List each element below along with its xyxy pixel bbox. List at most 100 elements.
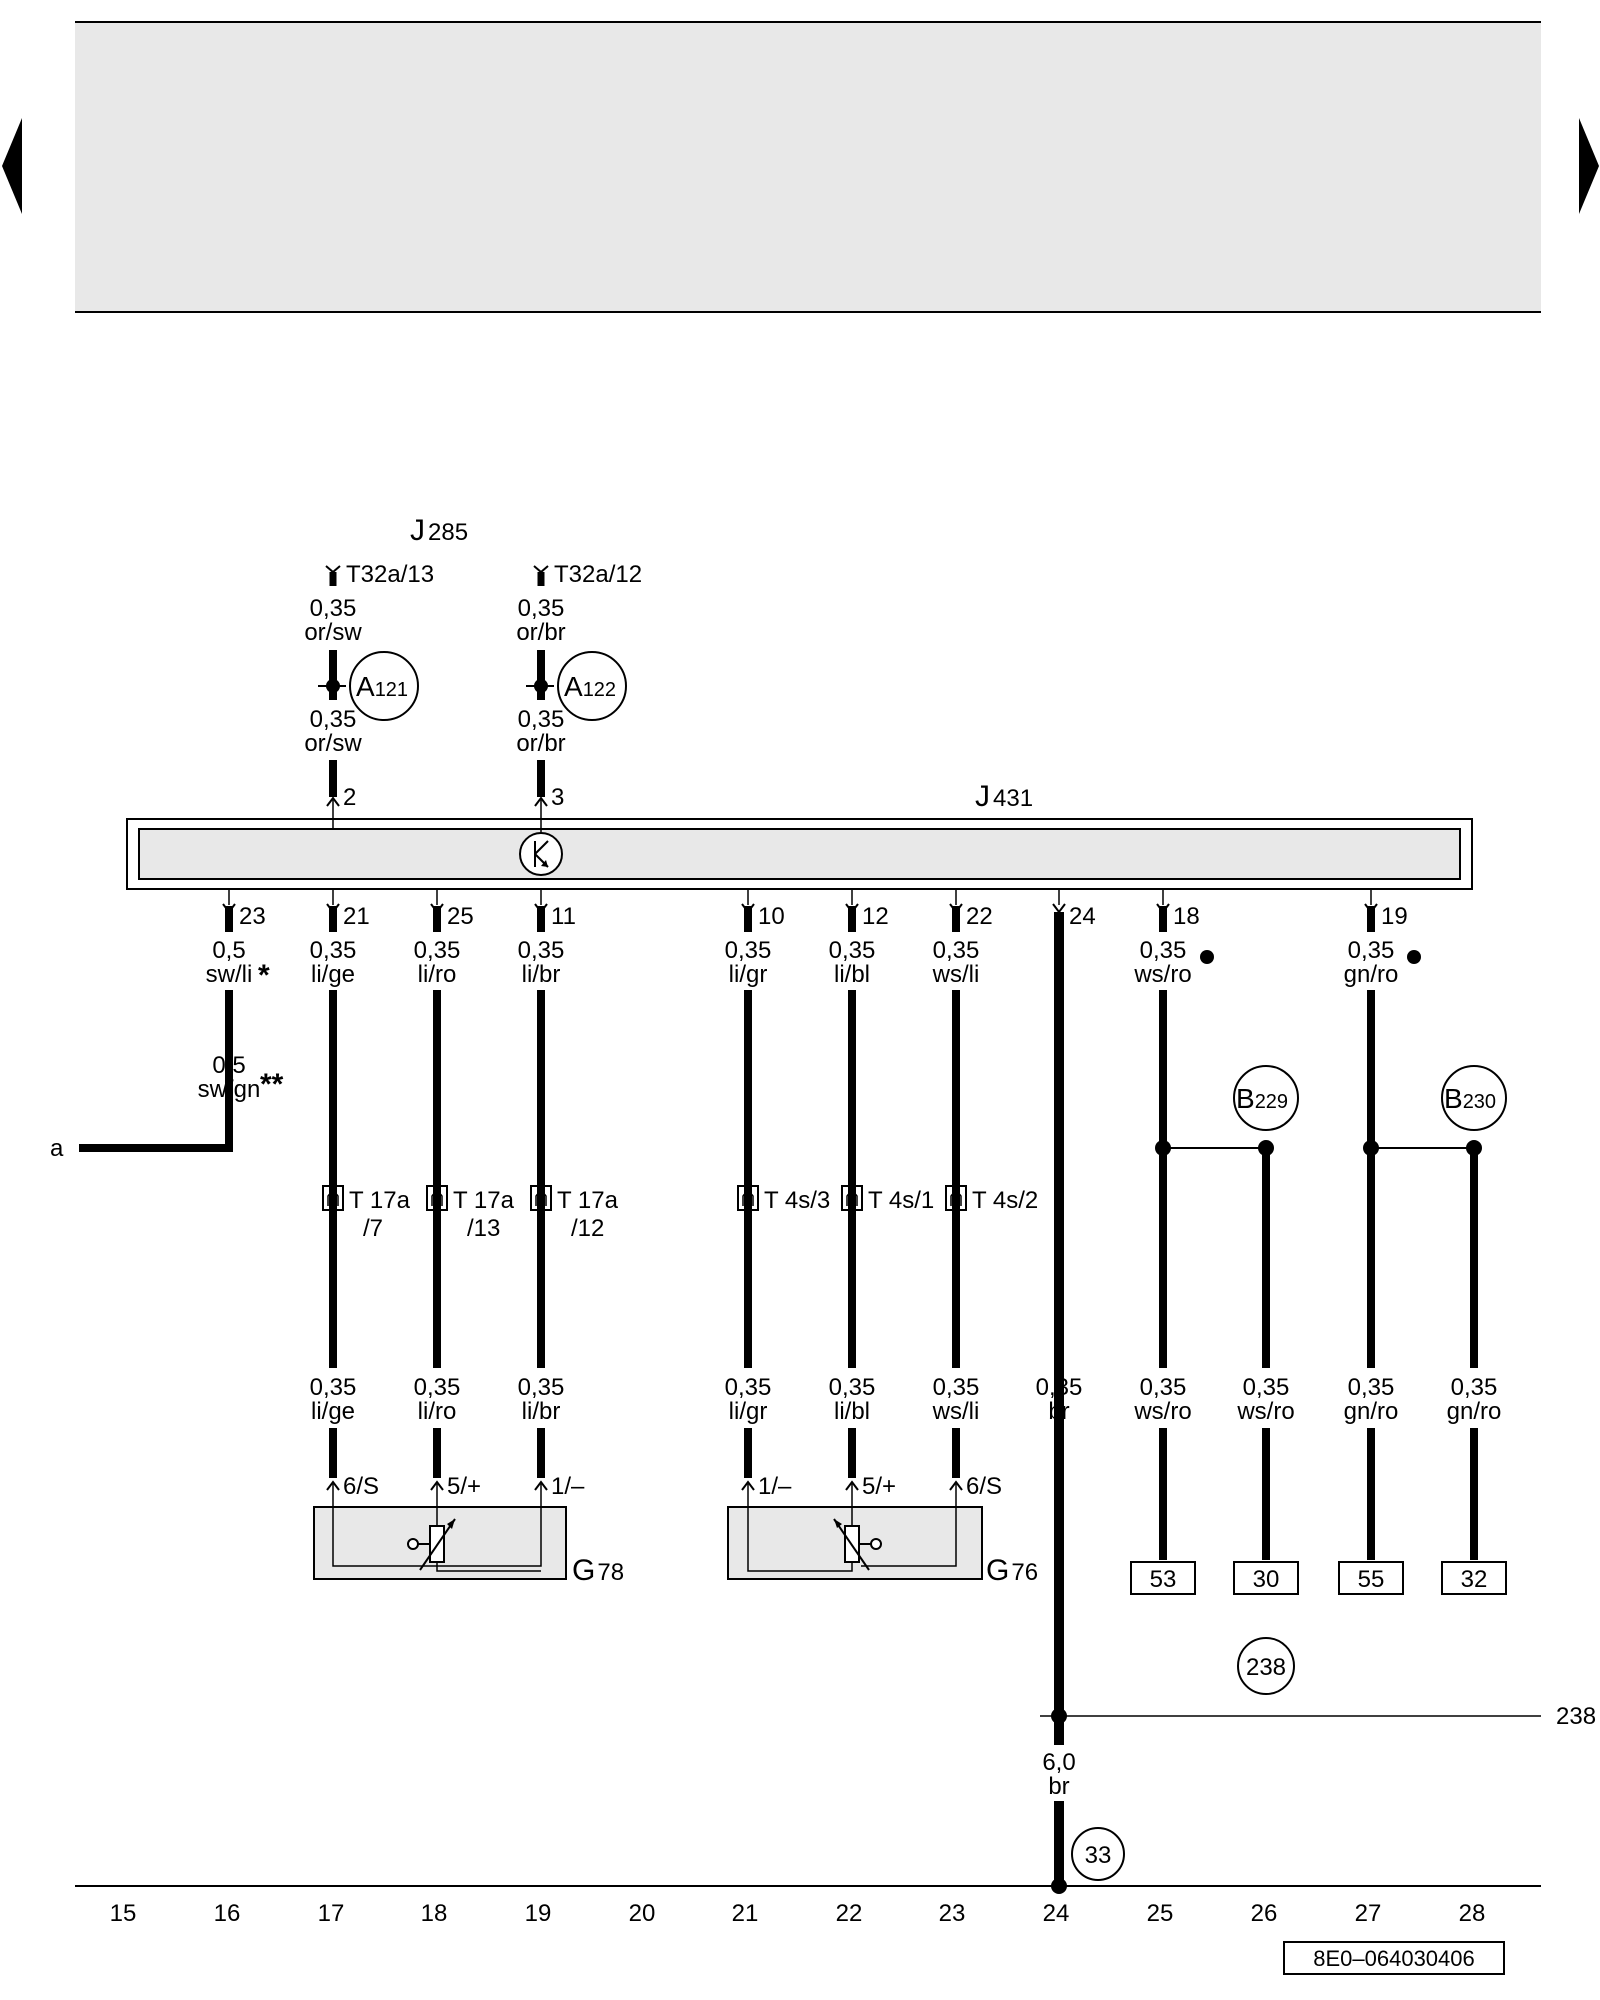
column-number: 21 xyxy=(732,1900,759,1927)
svg-text:B230: B230 xyxy=(1444,1083,1496,1114)
wire-label-gauge: 0,35 xyxy=(310,937,357,964)
wire-label-gauge: 0,35 xyxy=(1451,1374,1498,1401)
wire-label-gauge: 0,35 xyxy=(725,1374,772,1401)
svg-text:T32a/12: T32a/12 xyxy=(554,561,642,588)
wire-note-mark: * xyxy=(258,959,270,992)
column-number: 15 xyxy=(110,1900,137,1927)
wire-label-color: or/sw xyxy=(304,730,362,757)
wire-label-color: sw/gn xyxy=(198,1076,261,1103)
transistor-icon xyxy=(519,832,563,876)
wire-label-color: li/ro xyxy=(418,961,457,988)
column-number: 20 xyxy=(629,1900,656,1927)
sensor-pin-label: 5/+ xyxy=(862,1473,896,1500)
pin-18: 18 xyxy=(1156,889,1200,932)
terminal-ref-53: 53 xyxy=(1130,1561,1196,1595)
wire-label-color: li/gr xyxy=(729,961,768,988)
svg-text:T 4s/3: T 4s/3 xyxy=(764,1187,830,1214)
wire-label-gauge: 6,0 xyxy=(1042,1749,1075,1776)
wire-label-gauge: 0,35 xyxy=(414,1374,461,1401)
splice-ref-b230: B230 xyxy=(1441,1065,1507,1131)
svg-text:/7: /7 xyxy=(363,1215,383,1242)
svg-text:T 17a: T 17a xyxy=(453,1187,515,1214)
next-page-arrow[interactable] xyxy=(1579,118,1599,214)
sensor-pin-label: 1/– xyxy=(551,1473,585,1500)
svg-text:B229: B229 xyxy=(1236,1083,1288,1114)
svg-text:T 17a: T 17a xyxy=(557,1187,619,1214)
connector-t32a-13: T32a/13 xyxy=(325,561,434,588)
column-number: 27 xyxy=(1355,1900,1382,1927)
pin-number: 3 xyxy=(551,784,564,811)
pin-23: 23 xyxy=(222,889,266,932)
wire-label-gauge: 0,5 xyxy=(212,937,245,964)
wire-label-color: li/gr xyxy=(729,1398,768,1425)
pin-21: 21 xyxy=(326,889,370,932)
wire-label-color: ws/li xyxy=(932,1398,980,1425)
column-number: 16 xyxy=(214,1900,241,1927)
svg-text:25: 25 xyxy=(447,903,474,930)
svg-text:55: 55 xyxy=(1358,1566,1385,1593)
wire-label-color: sw/li xyxy=(206,961,253,988)
connector-t32a-12: T32a/12 xyxy=(533,561,642,588)
wire-label-gauge: 0,35 xyxy=(1348,1374,1395,1401)
pin-22: 22 xyxy=(949,889,993,932)
splice-dot xyxy=(326,679,340,693)
wire-label-color: li/ge xyxy=(311,961,355,988)
wire-label-color: gn/ro xyxy=(1344,961,1399,988)
pin-24: 24 xyxy=(1052,889,1096,930)
svg-text:A121: A121 xyxy=(356,671,408,702)
sensor-g76: G76 xyxy=(727,1484,1038,1587)
svg-text:33: 33 xyxy=(1085,1842,1112,1869)
svg-text:23: 23 xyxy=(239,903,266,930)
wire-label-gauge: 0,35 xyxy=(518,1374,565,1401)
wire-label-color: ws/li xyxy=(932,961,980,988)
pin-11: 11 xyxy=(534,889,576,932)
svg-text:A122: A122 xyxy=(564,671,616,702)
sensor-pin-label: 6/S xyxy=(343,1473,379,1500)
column-number: 24 xyxy=(1043,1900,1070,1927)
sensor-pin-label: 1/– xyxy=(758,1473,792,1500)
pin-arrow xyxy=(326,796,340,807)
svg-text:G76: G76 xyxy=(986,1554,1038,1587)
wire-label-color: li/br xyxy=(522,1398,561,1425)
wire-label-color: li/bl xyxy=(834,961,870,988)
wire-label-color: li/br xyxy=(522,961,561,988)
wire-label-color: ws/ro xyxy=(1236,1398,1294,1425)
wire-label-color: ws/ro xyxy=(1133,1398,1191,1425)
wire-label-gauge: 0,35 xyxy=(310,595,357,622)
wire-label-gauge: 0,5 xyxy=(212,1052,245,1079)
wire-label-gauge: 0,35 xyxy=(829,937,876,964)
wire-label-gauge: 0,35 xyxy=(1140,1374,1187,1401)
wire-label-color: or/sw xyxy=(304,619,362,646)
svg-text:22: 22 xyxy=(966,903,993,930)
wire-label-color: li/ro xyxy=(418,1398,457,1425)
svg-text:238: 238 xyxy=(1246,1654,1286,1681)
ground-junction xyxy=(1051,1708,1067,1724)
wire-label-color: li/bl xyxy=(834,1398,870,1425)
splice-ref-a121: A121 xyxy=(349,651,419,721)
wire-label-color: ws/ro xyxy=(1133,961,1191,988)
svg-text:T 4s/2: T 4s/2 xyxy=(972,1187,1038,1214)
sensor-pin-arrows xyxy=(326,1480,963,1491)
terminal-ref-30: 30 xyxy=(1233,1561,1299,1595)
wire-ref-a: a xyxy=(50,1135,64,1162)
splice-b229-branch xyxy=(1155,1140,1274,1368)
splice-dot xyxy=(534,679,548,693)
wire-label-gauge: 0,35 xyxy=(518,706,565,733)
wire-label-color: br xyxy=(1048,1773,1069,1800)
previous-page-arrow[interactable] xyxy=(2,118,22,214)
ground-ref-33: 33 xyxy=(1071,1827,1125,1881)
drawing-code-box: 8E0–064030406 xyxy=(1283,1941,1505,1975)
svg-text:T 17a: T 17a xyxy=(349,1187,411,1214)
wire-label-color: or/br xyxy=(516,619,565,646)
wire-label-color: gn/ro xyxy=(1344,1398,1399,1425)
svg-text:11: 11 xyxy=(551,903,576,930)
wire-label-gauge: 0,35 xyxy=(310,1374,357,1401)
ground-ref-238: 238 xyxy=(1237,1637,1295,1695)
splice-b230-branch xyxy=(1363,1140,1482,1368)
sensor-pin-label: 5/+ xyxy=(447,1473,481,1500)
ground-wire-label-bg xyxy=(1035,1745,1083,1801)
column-number: 19 xyxy=(525,1900,552,1927)
wire-label-gauge: 0,35 xyxy=(829,1374,876,1401)
wire-label-color: gn/ro xyxy=(1447,1398,1502,1425)
